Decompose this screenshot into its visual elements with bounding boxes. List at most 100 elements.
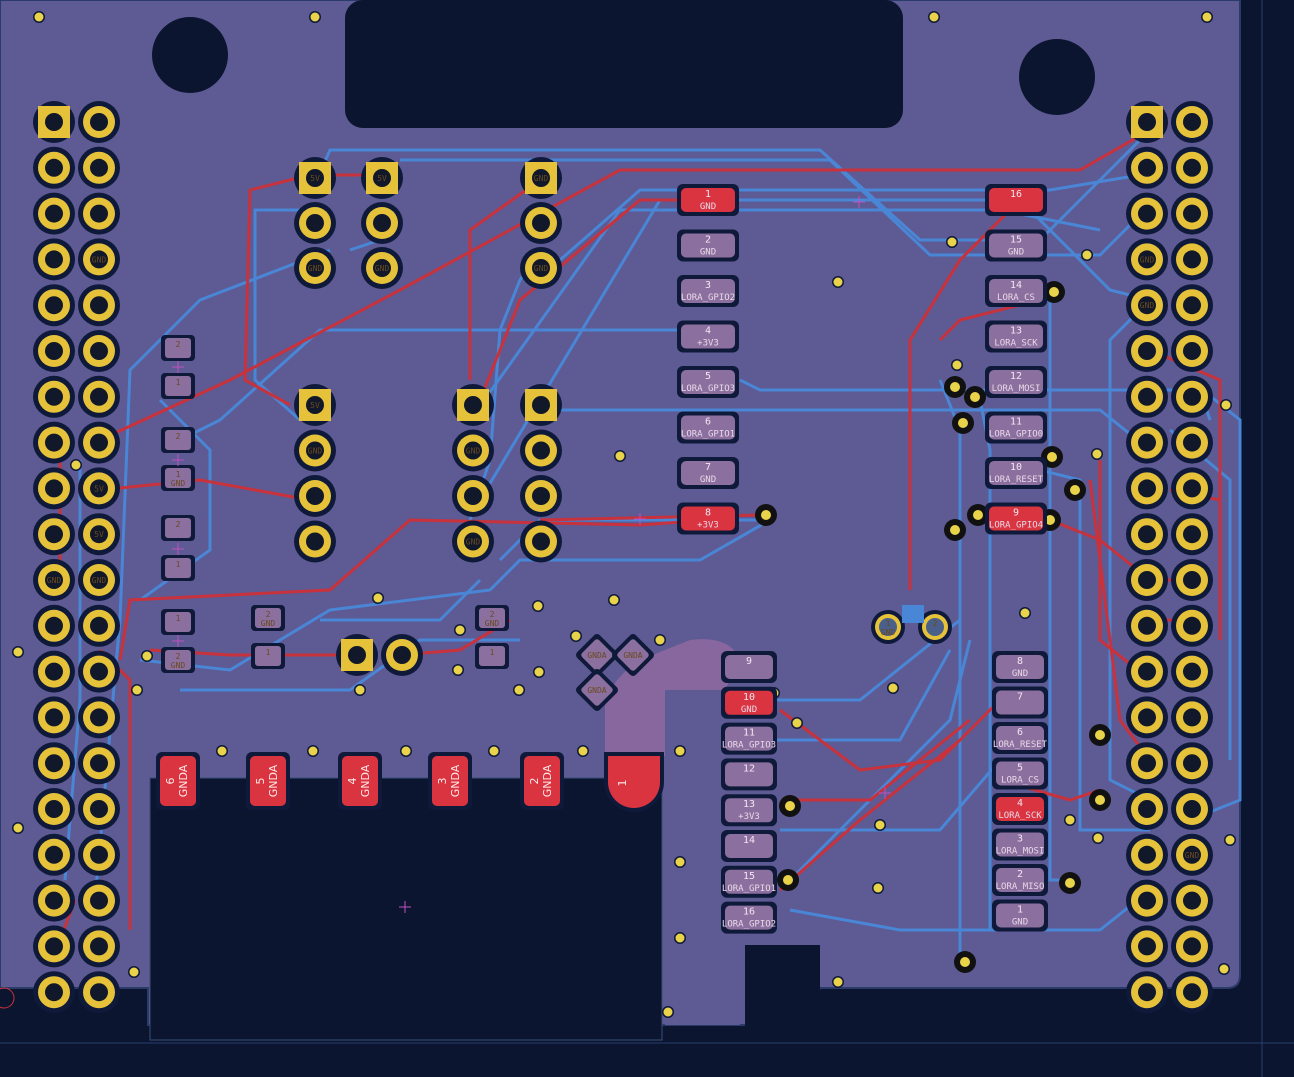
via: [307, 745, 319, 757]
connector-pin: [361, 202, 403, 244]
header-pin-label: 5V: [94, 530, 104, 539]
via: [532, 600, 544, 612]
header-pin: [33, 742, 75, 785]
small-pad-label: GND: [485, 619, 500, 628]
via: [454, 624, 466, 636]
header-pin: [1171, 696, 1213, 739]
header-pin: [33, 284, 75, 327]
lora-pad-label: LORA_RESET: [989, 475, 1044, 485]
header-pin: [33, 971, 75, 1014]
small-pad-number: 2: [490, 610, 495, 619]
lora-pad-number: 7: [705, 462, 711, 473]
header-pin: [33, 650, 75, 693]
via: [452, 664, 464, 676]
header-pin: [1126, 696, 1168, 739]
gnda-small-label: GNDA: [587, 651, 606, 660]
via: [488, 745, 500, 757]
gnda-pad-number: 3: [436, 778, 449, 785]
via: [216, 745, 228, 757]
small-part-pad: 2: [161, 335, 195, 361]
connector-pin: [361, 247, 403, 289]
gnda-small-pad: [576, 634, 618, 676]
via: [1081, 249, 1093, 261]
lora-pad-number: 3: [1017, 834, 1023, 845]
connector-pin: [294, 384, 336, 426]
lora-pad-number: 3: [705, 280, 711, 291]
connector-pin: [520, 475, 562, 517]
antenna-pad-number: 1: [616, 780, 629, 787]
header-pin: [1126, 650, 1168, 693]
header-pin: [1126, 742, 1168, 785]
header-pin: [1171, 330, 1213, 372]
header-pin: [33, 833, 75, 876]
via: [1224, 834, 1236, 846]
header-pin: [78, 101, 120, 143]
lora-pad-label: LORA_SCK: [998, 811, 1042, 821]
gnda-pad-label: GNDA: [177, 764, 190, 797]
header-pin: [1126, 375, 1168, 418]
via: [946, 236, 958, 248]
lora-pad-label: GND: [700, 202, 716, 212]
via: [577, 745, 589, 757]
via: [954, 951, 976, 973]
lora-pad-number: 14: [743, 835, 755, 846]
header-pin: [78, 513, 120, 556]
lora-pad-number: 8: [1017, 656, 1023, 667]
via: [354, 684, 366, 696]
via: [964, 386, 986, 408]
header-pin: [1171, 284, 1213, 327]
header-pin: [1126, 513, 1168, 556]
via: [1218, 963, 1230, 975]
via: [874, 819, 886, 831]
lora-pad: 4+3V3: [677, 320, 739, 353]
header-pin: [1171, 650, 1213, 693]
via: [309, 11, 321, 23]
jack-pin-number: 2: [933, 619, 938, 628]
header-pin: [1171, 742, 1213, 785]
lora-pad-label: GND: [1012, 918, 1028, 928]
lora-pad-label: LORA_GPIO3: [722, 741, 776, 751]
lora-module-bottom-right-pads: 8GND76LORA_RESET5LORA_CS4LORA_SCK3LORA_M…: [992, 651, 1048, 932]
lora-pad-number: 9: [1013, 508, 1019, 519]
small-part-pad: 1: [161, 555, 195, 581]
small-pad-number: 2: [176, 340, 181, 349]
lora-pad: 8+3V3: [677, 502, 739, 535]
header-pin: [78, 375, 120, 418]
via: [12, 646, 24, 658]
connector-pin: [520, 520, 562, 563]
via: [12, 822, 24, 834]
lora-module-top-left-pads: 1GND2GND3LORA_GPIO24+3V35LORA_GPIO36LORA…: [677, 184, 739, 535]
connector-pin-label: 5V: [310, 401, 320, 410]
via: [662, 1006, 674, 1018]
lora-pad-number: 15: [743, 871, 755, 882]
via: [513, 684, 525, 696]
via: [654, 634, 666, 646]
header-pin: [33, 925, 75, 968]
header-pin-label: 5V: [94, 484, 104, 493]
header-pin: [1126, 604, 1168, 647]
header-pin: [1126, 146, 1168, 189]
header-pin: [1126, 788, 1168, 830]
lora-pad-number: 5: [1017, 763, 1023, 774]
small-pad-number: 1: [176, 560, 181, 569]
header-pin: [78, 833, 120, 876]
header-pin: [33, 101, 75, 143]
lora-pad: 14: [721, 830, 777, 862]
lora-pad-number: 16: [743, 907, 755, 918]
connector-pin-label: GND: [308, 264, 323, 273]
header-pin-label: GND: [1140, 255, 1155, 264]
connector-pin: [452, 475, 494, 517]
lora-pad-label: LORA_CS: [1001, 776, 1039, 786]
